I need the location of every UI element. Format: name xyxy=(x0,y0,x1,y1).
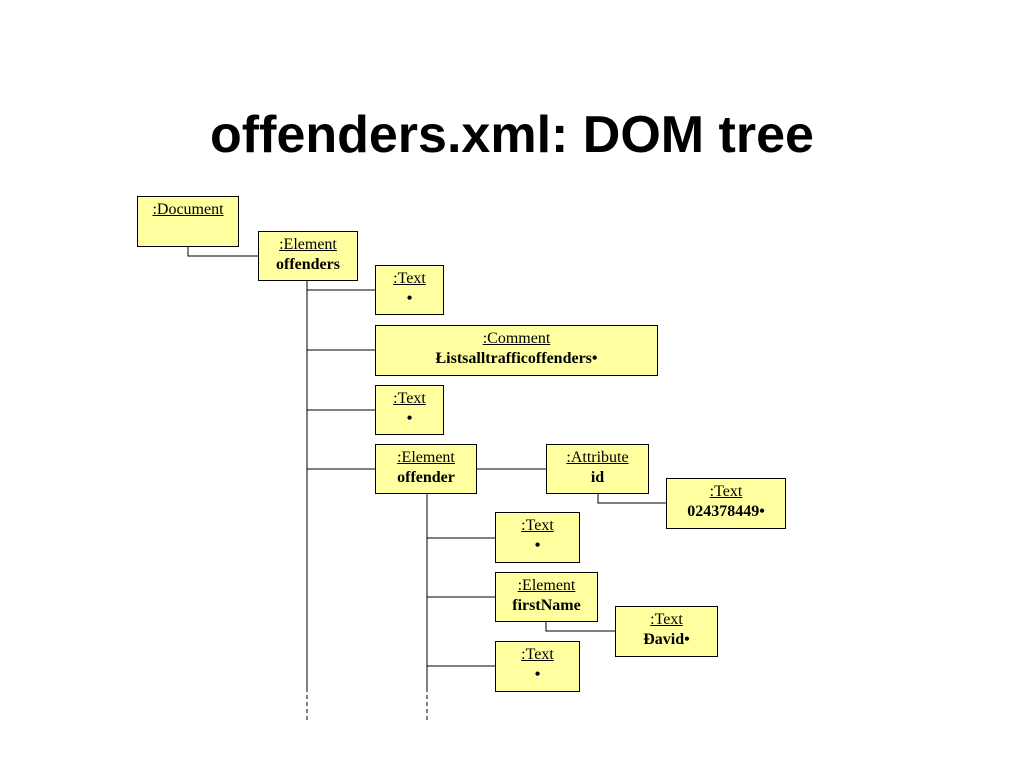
offender-element-node: :Element offender xyxy=(375,444,477,494)
node-type: :Text xyxy=(650,611,683,628)
comment-node: :Comment Łistsalltrafficoffenders• xyxy=(375,325,658,376)
firstname-element-node: :Element firstName xyxy=(495,572,598,622)
text-node-2: :Text • xyxy=(375,385,444,435)
node-value: • xyxy=(406,290,413,307)
node-value: firstName xyxy=(512,597,581,614)
firstname-text-node: :Text Đavid• xyxy=(615,606,718,657)
node-value: 024378449• xyxy=(687,503,765,520)
node-value: • xyxy=(406,410,413,427)
node-value: id xyxy=(590,469,605,486)
attribute-node: :Attribute id xyxy=(546,444,649,494)
edge-attribute-text xyxy=(597,494,666,504)
node-type: :Element xyxy=(279,236,337,253)
node-value: • xyxy=(534,666,541,683)
document-node: :Document xyxy=(137,196,239,247)
text-node-3: :Text • xyxy=(495,512,580,563)
text-node-4: :Text • xyxy=(495,641,580,692)
page-title: offenders.xml: DOM tree xyxy=(210,106,814,164)
text-node-1: :Text • xyxy=(375,265,444,315)
node-type: :Text xyxy=(709,483,743,500)
offenders-element-node: :Element offenders xyxy=(258,231,358,281)
node-type: :Element xyxy=(517,577,576,594)
node-value: offender xyxy=(397,469,455,486)
node-type: :Comment xyxy=(482,330,551,347)
node-value: offenders xyxy=(276,256,340,273)
node-type: :Text xyxy=(521,646,554,663)
node-type: :Text xyxy=(393,390,426,407)
node-type: :Attribute xyxy=(566,449,629,466)
node-type: :Element xyxy=(397,449,455,466)
attribute-text-node: :Text 024378449• xyxy=(666,478,786,529)
node-value: Łistsalltrafficoffenders• xyxy=(435,350,598,367)
node-value: • xyxy=(534,537,541,554)
node-value: Đavid• xyxy=(643,631,690,648)
edge-firstname-text xyxy=(545,622,615,632)
node-type: :Document xyxy=(152,201,224,218)
node-type: :Text xyxy=(393,270,426,287)
edge-document-offenders xyxy=(187,247,258,257)
node-type: :Text xyxy=(521,517,554,534)
